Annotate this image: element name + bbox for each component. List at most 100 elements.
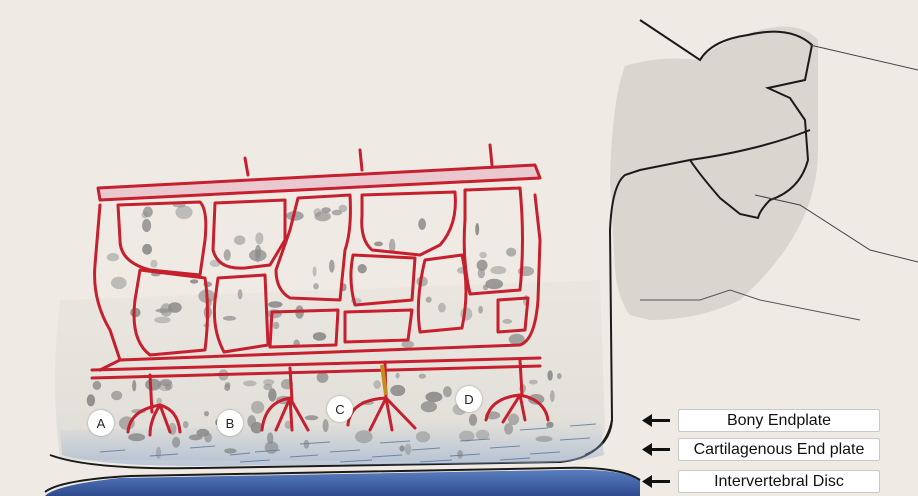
intervertebral-disc-label: Intervertebral Disc [678, 470, 880, 493]
bone-spot [479, 252, 486, 258]
bone-spot [477, 260, 488, 271]
bone-spot [457, 450, 463, 459]
bone-spot [196, 429, 209, 437]
bone-spot [426, 297, 432, 303]
bone-spot [107, 253, 119, 261]
posterior-element [610, 27, 818, 320]
bone-spot [224, 384, 230, 391]
bone-spot [204, 411, 209, 416]
bone-spot [502, 319, 512, 324]
arrow-left-icon [640, 409, 672, 432]
bone-spot [419, 374, 426, 379]
bone-spot [506, 248, 516, 257]
marker-a: A [88, 410, 114, 436]
bone-spot [93, 381, 102, 390]
bone-spot [469, 414, 477, 426]
bone-spot [263, 384, 272, 391]
bone-spot [329, 260, 335, 273]
bone-spot [160, 303, 172, 317]
bone-spot [405, 444, 412, 456]
bone-spot [358, 264, 367, 273]
bone-spot [314, 208, 322, 217]
bone-spot [546, 422, 553, 428]
bone-spot [475, 223, 479, 235]
marker-d: D [456, 386, 482, 412]
bone-spot [305, 415, 318, 420]
bone-spot [111, 391, 122, 400]
bone-spot [304, 440, 309, 449]
bone-spot [142, 211, 149, 218]
bone-spot [476, 430, 490, 440]
bone-spot [536, 436, 553, 442]
intervertebral-disc [45, 470, 640, 496]
bone-spot [234, 235, 245, 245]
bone-spot [172, 437, 180, 448]
bone-spot [190, 279, 198, 283]
bone-spot [224, 448, 236, 453]
bone-spot [313, 283, 319, 289]
bone-spot [399, 445, 404, 451]
bone-spot [508, 414, 519, 426]
bone-spot [438, 303, 446, 313]
bone-spot [267, 432, 273, 444]
bone-spot [490, 266, 506, 274]
bone-spot [158, 380, 173, 391]
bone-spot [87, 394, 95, 406]
arrow-left-icon [640, 438, 672, 461]
bone-spot [156, 447, 161, 459]
bone-spot [238, 289, 243, 299]
bone-spot [150, 260, 157, 268]
bone-spot [418, 218, 426, 230]
bone-spot [321, 207, 330, 213]
bone-spot [323, 419, 329, 432]
bone-spot [273, 322, 279, 329]
intervertebral-disc-annotation: Intervertebral Disc [640, 470, 880, 493]
bony-endplate-label: Bony Endplate [678, 409, 880, 432]
bone-spot [142, 219, 151, 232]
bone-spot [251, 401, 264, 414]
bone-spot [132, 380, 136, 391]
bone-spot [142, 244, 152, 255]
bone-spot [224, 249, 231, 260]
bone-spot [183, 421, 189, 428]
bone-spot [249, 249, 267, 261]
bone-spot [504, 423, 513, 434]
bone-spot [317, 372, 329, 383]
bone-spot [128, 433, 145, 441]
bone-spot [557, 373, 561, 379]
bone-spot [550, 390, 555, 402]
bone-spot [425, 392, 442, 402]
bone-spot [255, 232, 263, 244]
bone-spot [373, 380, 381, 389]
bone-spot [175, 206, 192, 220]
bone-spot [547, 370, 552, 380]
bone-spot [478, 306, 483, 314]
cartilagenous-end-plate-annotation: Cartilagenous End plate [640, 438, 880, 461]
bone-spot [247, 415, 256, 428]
bone-spot [529, 380, 538, 385]
bone-spot [396, 373, 400, 379]
bony-endplate-annotation: Bony Endplate [640, 409, 880, 432]
bone-spot [402, 341, 415, 348]
marker-c: C [327, 396, 353, 422]
bone-spot [313, 266, 317, 276]
bone-spot [268, 301, 282, 308]
bone-spot [416, 431, 430, 442]
bone-spot [268, 388, 276, 401]
bone-spot [223, 316, 236, 321]
bone-spot [390, 385, 405, 396]
arrow-left-icon [640, 470, 672, 493]
bone-spot [443, 386, 452, 397]
bone-spot [243, 381, 257, 387]
marker-b: B [217, 410, 243, 436]
bone-spot [374, 242, 383, 247]
bone-spot [459, 431, 474, 442]
bone-spot [111, 277, 127, 289]
bone-spot [483, 285, 488, 291]
bone-spot [313, 332, 326, 341]
bone-spot [332, 210, 342, 216]
bone-spot [355, 430, 373, 443]
bone-spot [154, 317, 171, 324]
bone-spot [421, 401, 437, 412]
